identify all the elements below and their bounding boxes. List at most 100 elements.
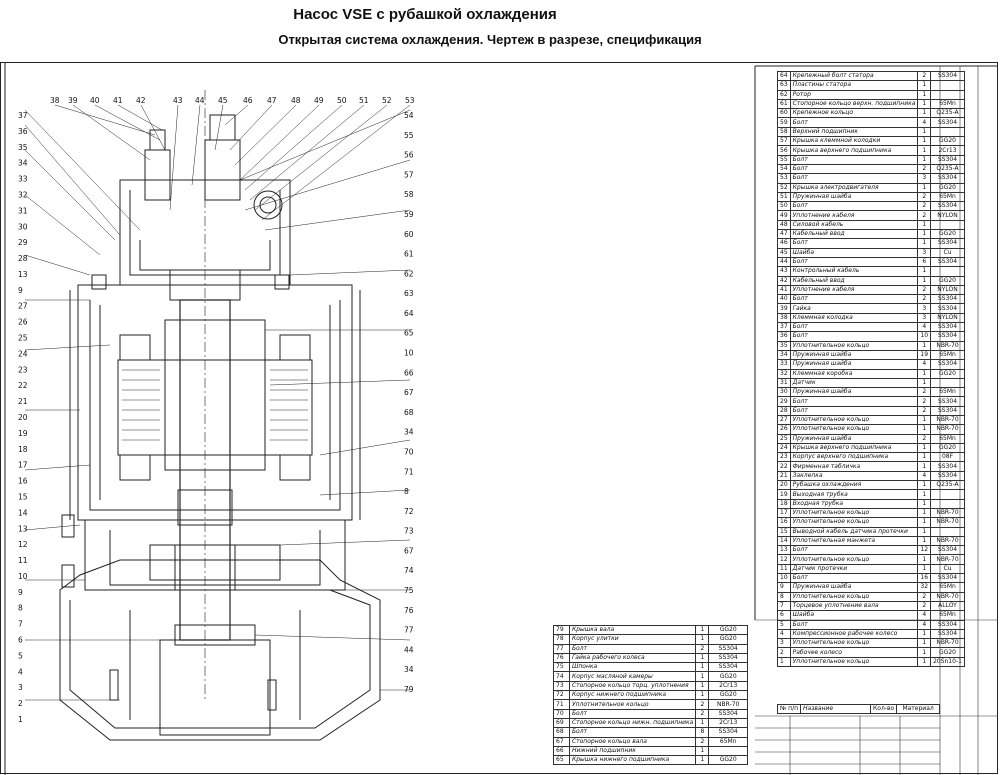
spec-cell: 1 [917, 647, 932, 658]
spec-cell: 57 [777, 136, 791, 147]
spec-cell: 2 [695, 708, 710, 719]
callout-label: 26 [18, 318, 28, 327]
spec-cell: 60 [777, 108, 791, 119]
spec-cell: 1 [917, 517, 932, 528]
spec-cell: Уплотнительное кольцо [789, 656, 919, 668]
spec-cell: Выходная трубка [789, 489, 919, 500]
callout-label: 60 [404, 230, 414, 239]
header-name: Название [800, 703, 872, 715]
callout-label: 3 [18, 683, 23, 692]
spec-cell: 1 [917, 442, 932, 454]
drawing-sheet [0, 62, 998, 774]
spec-cell: 28 [777, 405, 791, 417]
spec-cell: 50 [777, 201, 791, 212]
callout-label: 42 [136, 96, 146, 105]
callout-label: 72 [404, 507, 414, 516]
spec-cell: 1 [917, 368, 932, 379]
callout-label: 18 [18, 445, 28, 454]
spec-cell: NBR-70 [930, 414, 965, 426]
spec-cell: GG20 [930, 368, 965, 379]
spec-cell: 2Cr13 [930, 145, 965, 156]
spec-cell: Уплотнительное кольцо [789, 591, 919, 602]
spec-cell: Уплотнительное кольцо [789, 414, 919, 426]
spec-cell: 1 [695, 652, 710, 664]
spec-cell: Крышка верхнего подшипника [789, 145, 919, 156]
spec-cell: 1 [695, 717, 710, 729]
spec-cell [930, 80, 965, 91]
spec-cell: 3 [917, 312, 932, 324]
spec-cell: 54 [777, 163, 791, 175]
spec-cell: Уплотнение кабеля [789, 210, 919, 221]
spec-cell: Стопорное кольцо верхн. подшипника [789, 98, 919, 110]
spec-cell: Болт [789, 396, 919, 407]
spec-cell: 4 [917, 117, 932, 128]
spec-cell: 1 [917, 98, 932, 110]
spec-cell [930, 489, 965, 500]
spec-cell: 40 [777, 294, 791, 305]
spec-cell: 1 [917, 340, 932, 351]
spec-cell: 64 [777, 70, 791, 82]
spec-cell: Крышка верхнего подшипника [789, 442, 919, 454]
spec-cell: 74 [553, 671, 570, 682]
callout-label: 12 [18, 540, 28, 549]
spec-cell: 65Mn [930, 387, 965, 398]
spec-cell: SS304 [708, 727, 748, 738]
spec-cell: SS304 [930, 405, 965, 417]
spec-cell: GG20 [708, 671, 748, 682]
spec-cell: 1 [917, 182, 932, 193]
spec-cell: Корпус масляной камеры [568, 671, 697, 682]
callout-label: 54 [404, 111, 414, 120]
spec-cell [930, 219, 965, 231]
callout-label: 19 [18, 429, 28, 438]
spec-cell: 17 [777, 507, 791, 519]
callout-label: 27 [18, 302, 28, 311]
spec-cell: GG20 [930, 275, 965, 286]
spec-cell: 2 [695, 699, 710, 710]
spec-cell: 2 [917, 600, 932, 612]
spec-cell: Уплотнительное кольцо [789, 638, 919, 649]
spec-cell: 77 [553, 643, 570, 654]
spec-cell: 1 [917, 507, 932, 519]
spec-cell: Уплотнительное кольцо [568, 699, 697, 710]
spec-cell: 79 [553, 624, 570, 636]
callout-label: 65 [404, 329, 414, 338]
callout-label: 58 [404, 190, 414, 199]
spec-cell: 25 [777, 433, 791, 444]
spec-cell: SS304 [930, 303, 965, 314]
spec-cell [930, 526, 965, 537]
spec-cell: SS304 [930, 256, 965, 268]
spec-cell: Болт [789, 619, 919, 630]
spec-cell: 76 [553, 652, 570, 664]
callout-label: 9 [18, 286, 23, 295]
spec-cell: Болт [789, 256, 919, 268]
spec-cell: 16 [777, 517, 791, 528]
spec-cell: 29 [777, 396, 791, 407]
callout-label: 10 [404, 349, 414, 358]
callout-label: 76 [404, 606, 414, 615]
spec-cell: Cu [930, 563, 965, 575]
spec-cell: 10 [917, 331, 932, 342]
spec-cell: SS304 [930, 201, 965, 212]
spec-cell: 2 [917, 210, 932, 221]
spec-cell: 1 [917, 480, 932, 491]
spec-cell: Шайба [789, 247, 919, 258]
spec-cell: 6 [777, 610, 791, 621]
page-title: Насос VSE с рубашкой охлаждения [293, 6, 557, 23]
spec-cell: SS304 [930, 573, 965, 584]
callout-label: 34 [18, 159, 28, 168]
